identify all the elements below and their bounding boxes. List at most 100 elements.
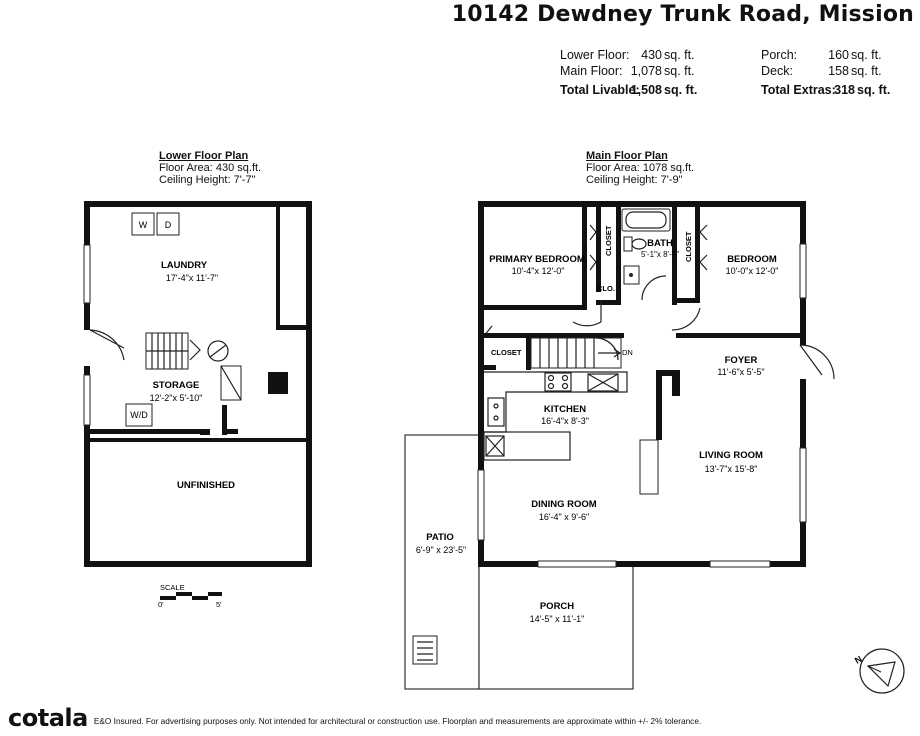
main-interior-wall <box>582 207 587 310</box>
lower-wall-top <box>84 201 312 207</box>
sink-drain-icon <box>629 273 633 277</box>
main-interior-wall <box>596 300 618 305</box>
property-address-title: 10142 Dewdney Trunk Road, Mission <box>451 2 914 27</box>
main-window <box>477 469 485 541</box>
dryer-icon <box>156 212 180 236</box>
main-floor-plan: PRIMARY BEDROOM 10'-4"x 12'-0" BATH 5'-1… <box>404 201 835 690</box>
summary-row-main: Main Floor: 1,078 sq. ft. <box>560 63 710 79</box>
scale-max-label: 5' <box>216 600 222 609</box>
room-name-bedroom: BEDROOM <box>727 254 777 265</box>
lower-plan-title: Lower Floor Plan <box>159 150 249 162</box>
room-name-dining-room: DINING ROOM <box>531 499 597 510</box>
summary-value: 1,508 <box>630 83 662 97</box>
extras-area-summary: Porch: 160 sq. ft. Deck: 158 sq. ft. Tot… <box>761 47 897 98</box>
stairs-down-label: DN <box>622 348 633 357</box>
summary-row-deck: Deck: 158 sq. ft. <box>761 63 897 79</box>
lower-door-swing <box>89 329 125 361</box>
lower-window <box>83 374 91 426</box>
summary-unit: sq. ft. <box>664 48 695 62</box>
footer: cotala E&O Insured. For advertising purp… <box>8 704 701 732</box>
main-wall-top <box>478 201 806 207</box>
main-floor-plan-header: Main Floor Plan Floor Area: 1078 sq.ft. … <box>586 150 694 186</box>
room-name-laundry: LAUNDRY <box>161 260 208 271</box>
lower-interior-wall <box>222 429 238 434</box>
room-name-primary-bedroom: PRIMARY BEDROOM <box>489 254 585 265</box>
room-dims-storage: 12'-2"x 5'-10" <box>150 393 203 403</box>
closet-bifold-left <box>589 224 597 271</box>
main-interior-wall <box>672 298 700 303</box>
summary-row-total-extras: Total Extras: 318 sq. ft. <box>761 82 897 98</box>
summary-label: Deck: <box>761 64 793 78</box>
bathtub-icon <box>621 208 671 232</box>
lower-interior-wall <box>222 405 227 435</box>
summary-unit: sq. ft. <box>857 83 891 97</box>
main-plan-title: Main Floor Plan <box>586 150 668 162</box>
main-window <box>709 560 771 568</box>
lower-stairs-icon <box>145 332 229 370</box>
summary-label: Main Floor: <box>560 64 623 78</box>
room-dims-dining-room: 16'-4" x 9'-6" <box>539 512 589 522</box>
bedroom-door-swing <box>671 307 701 331</box>
summary-value: 318 <box>834 83 855 97</box>
main-interior-wall <box>672 207 677 305</box>
primary-bedroom-door-swing <box>572 300 602 327</box>
summary-unit: sq. ft. <box>664 64 695 78</box>
scale-min-label: 0' <box>158 600 164 609</box>
room-dims-primary-bedroom: 10'-4"x 12'-0" <box>512 266 565 276</box>
room-dims-foyer: 11'-6"x 5'-5" <box>717 367 764 377</box>
summary-label: Total Livable: <box>560 83 640 97</box>
dryer-label: D <box>165 220 172 230</box>
room-dims-laundry: 17'-4"x 11'-7" <box>166 273 218 283</box>
main-wall-left <box>478 201 484 567</box>
closet-label-hall: CLO. <box>597 284 615 293</box>
lower-window <box>83 244 91 304</box>
bbq-icon <box>412 635 438 665</box>
lower-interior-wall <box>200 429 210 435</box>
washer-label: W <box>139 220 148 230</box>
main-interior-wall <box>672 376 680 396</box>
summary-row-total-livable: Total Livable: 1,508 sq. ft. <box>560 82 710 98</box>
summary-value: 160 <box>828 48 849 62</box>
room-name-porch: PORCH <box>540 601 574 612</box>
summary-value: 1,078 <box>630 64 662 78</box>
main-interior-wall <box>656 370 662 440</box>
washer-icon <box>131 212 155 236</box>
toilet-icon <box>623 236 647 252</box>
room-dims-porch: 14'-5" x 11'-1" <box>530 614 585 624</box>
main-window <box>799 243 807 299</box>
summary-label: Total Extras: <box>761 83 836 97</box>
washer-dryer-label: W/D <box>130 410 148 420</box>
room-dims-bath: 5'-1"x 8'-5" <box>641 250 679 259</box>
closet-label-primary: CLOSET <box>604 225 613 256</box>
lower-door-opening <box>84 330 90 366</box>
room-name-bath: BATH <box>647 238 673 249</box>
main-interior-wall <box>504 333 624 338</box>
main-interior-wall <box>676 333 800 338</box>
summary-label: Porch: <box>761 48 798 62</box>
lower-interior-wall <box>90 438 306 442</box>
main-stairs-icon <box>526 337 622 370</box>
porch-deck <box>478 565 634 690</box>
summary-value: 158 <box>828 64 849 78</box>
room-name-storage: STORAGE <box>153 380 200 391</box>
closet-bifold-right <box>699 224 708 271</box>
closet-label-stair: CLOSET <box>491 348 522 357</box>
room-name-living-room: LIVING ROOM <box>699 450 763 461</box>
summary-unit: sq. ft. <box>851 48 882 62</box>
main-wall-bottom <box>478 561 806 567</box>
bath-door-swing <box>641 275 667 301</box>
main-interior-wall <box>484 333 504 338</box>
room-dims-living-room: 13'-7"x 15'-8" <box>705 464 758 474</box>
room-dims-kitchen: 16'-4"x 8'-3" <box>541 416 589 426</box>
main-window <box>799 447 807 523</box>
room-name-foyer: FOYER <box>725 355 758 366</box>
scale-bar: SCALE 0' 5' <box>158 583 222 609</box>
room-name-kitchen: KITCHEN <box>544 404 586 415</box>
washer-dryer-icon <box>125 403 153 427</box>
summary-row-lower: Lower Floor: 430 sq. ft. <box>560 47 710 63</box>
lower-wall-right <box>306 201 312 567</box>
lower-chimney <box>268 372 288 394</box>
room-dims-patio: 6'-9" x 23'-5" <box>416 545 466 555</box>
front-door-opening <box>800 345 806 379</box>
